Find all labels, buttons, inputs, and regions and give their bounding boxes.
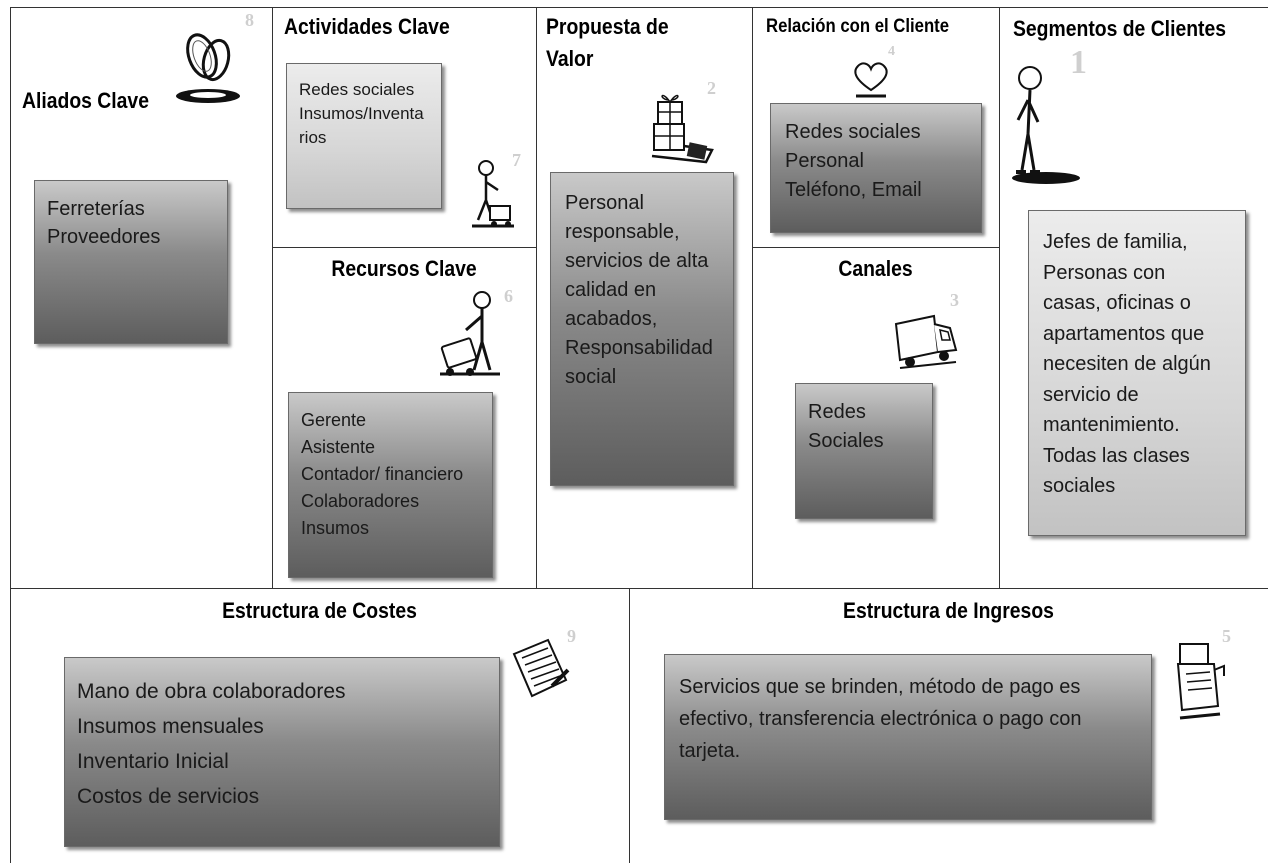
propuesta-line: servicios de alta xyxy=(565,250,709,272)
canales-box: Redes Sociales xyxy=(795,383,933,519)
segmentos-line: Jefes de familia, xyxy=(1043,231,1188,253)
recursos-line: Asistente xyxy=(301,437,376,457)
segmentos-line: sociales xyxy=(1043,475,1116,497)
aliados-line: Proveedores xyxy=(47,226,161,248)
costes-line: Mano de obra colaboradores xyxy=(77,680,346,703)
canales-line: Sociales xyxy=(808,430,884,452)
aliados-line: Ferreterías xyxy=(47,198,145,220)
propuesta-line: Responsabilidad xyxy=(565,337,713,359)
relacion-number: 4 xyxy=(888,44,895,59)
actividades-box: Redes sociales Insumos/Inventa rios xyxy=(286,63,442,209)
actividades-line: rios xyxy=(299,128,327,147)
aliados-box: Ferreterías Proveedores xyxy=(34,180,228,344)
worker-cart-icon xyxy=(472,160,514,228)
ingresos-line: Servicios que se brinden, método de pago… xyxy=(679,676,1081,698)
divider-relacion-segmentos xyxy=(999,7,1000,588)
document-pen-icon xyxy=(512,638,570,698)
segmentos-box: Jefes de familia, Personas con casas, of… xyxy=(1028,210,1246,536)
actividades-number: 7 xyxy=(512,150,521,170)
recursos-line: Gerente xyxy=(301,410,367,430)
divider-actividades-recursos xyxy=(272,247,536,248)
costes-number: 9 xyxy=(567,626,576,646)
ingresos-box: Servicios que se brinden, método de pago… xyxy=(664,654,1152,820)
segmentos-line: Personas con xyxy=(1043,261,1166,284)
relacion-title: Relación con el Cliente xyxy=(766,16,950,37)
divider-propuesta-relacion xyxy=(752,7,753,588)
worker-machine-icon xyxy=(440,291,500,376)
divider-actividades-propuesta xyxy=(536,7,537,588)
heart-icon xyxy=(854,62,888,98)
divider-costes-ingresos xyxy=(629,588,630,863)
costes-box: Mano de obra colaboradores Insumos mensu… xyxy=(64,657,500,847)
recursos-number: 6 xyxy=(504,286,513,306)
segmentos-title: Segmentos de Clientes xyxy=(1013,16,1227,41)
ingresos-line: tarjeta. xyxy=(679,740,741,762)
canales-title: Canales xyxy=(838,256,913,281)
costes-line: Insumos mensuales xyxy=(77,715,264,738)
gift-boxes-icon xyxy=(651,94,714,164)
propuesta-title-line1: Propuesta de xyxy=(546,14,669,39)
person-icon xyxy=(1012,66,1080,184)
left-border xyxy=(10,7,11,863)
top-border xyxy=(10,7,1268,8)
rings-icon xyxy=(176,33,240,103)
recursos-box: Gerente Asistente Contador/ financiero C… xyxy=(288,392,493,578)
canales-line: Redes xyxy=(808,401,866,423)
canales-number: 3 xyxy=(950,290,959,310)
propuesta-line: acabados, xyxy=(565,308,658,330)
aliados-number: 8 xyxy=(245,10,254,30)
relacion-line: Redes sociales xyxy=(785,121,921,143)
recursos-line: Insumos xyxy=(301,518,370,538)
relacion-box: Redes sociales Personal Teléfono, Email xyxy=(770,103,982,233)
costes-line: Inventario Inicial xyxy=(77,750,229,773)
ingresos-line: efectivo, transferencia electrónica o pa… xyxy=(679,708,1082,730)
segmentos-line: apartamentos que xyxy=(1043,322,1205,345)
actividades-line: Insumos/Inventa xyxy=(299,104,424,123)
recursos-line: Contador/ financiero xyxy=(301,464,464,484)
segmentos-line: servicio de xyxy=(1043,383,1139,406)
actividades-title: Actividades Clave xyxy=(284,14,450,39)
cash-register-icon xyxy=(1176,643,1225,720)
costes-title: Estructura de Costes xyxy=(222,598,417,623)
divider-relacion-canales xyxy=(752,247,999,248)
propuesta-title-line2: Valor xyxy=(546,46,594,71)
propuesta-line: social xyxy=(565,366,617,388)
relacion-line: Teléfono, Email xyxy=(785,179,922,201)
actividades-line: Redes sociales xyxy=(299,80,415,99)
recursos-title: Recursos Clave xyxy=(331,256,477,281)
segmentos-line: casas, oficinas o xyxy=(1043,292,1191,314)
segmentos-line: mantenimiento. xyxy=(1043,414,1180,436)
relacion-line: Personal xyxy=(785,150,864,172)
divider-aliados-actividades xyxy=(272,7,273,588)
propuesta-box: Personal responsable, servicios de alta … xyxy=(550,172,734,486)
aliados-title: Aliados Clave xyxy=(22,88,149,113)
segmentos-number: 1 xyxy=(1070,44,1087,81)
costes-line: Costos de servicios xyxy=(77,785,260,808)
divider-top-bottom xyxy=(10,588,1268,589)
propuesta-line: Personal xyxy=(565,192,644,214)
propuesta-number: 2 xyxy=(707,78,716,98)
propuesta-line: responsable, xyxy=(565,221,680,243)
segmentos-line: necesiten de algún xyxy=(1043,353,1211,375)
ingresos-number: 5 xyxy=(1222,626,1231,646)
ingresos-title: Estructura de Ingresos xyxy=(843,598,1054,623)
segmentos-line: Todas las clases xyxy=(1043,444,1190,467)
truck-icon xyxy=(894,314,958,369)
recursos-line: Colaboradores xyxy=(301,491,420,511)
propuesta-line: calidad en xyxy=(565,279,657,301)
